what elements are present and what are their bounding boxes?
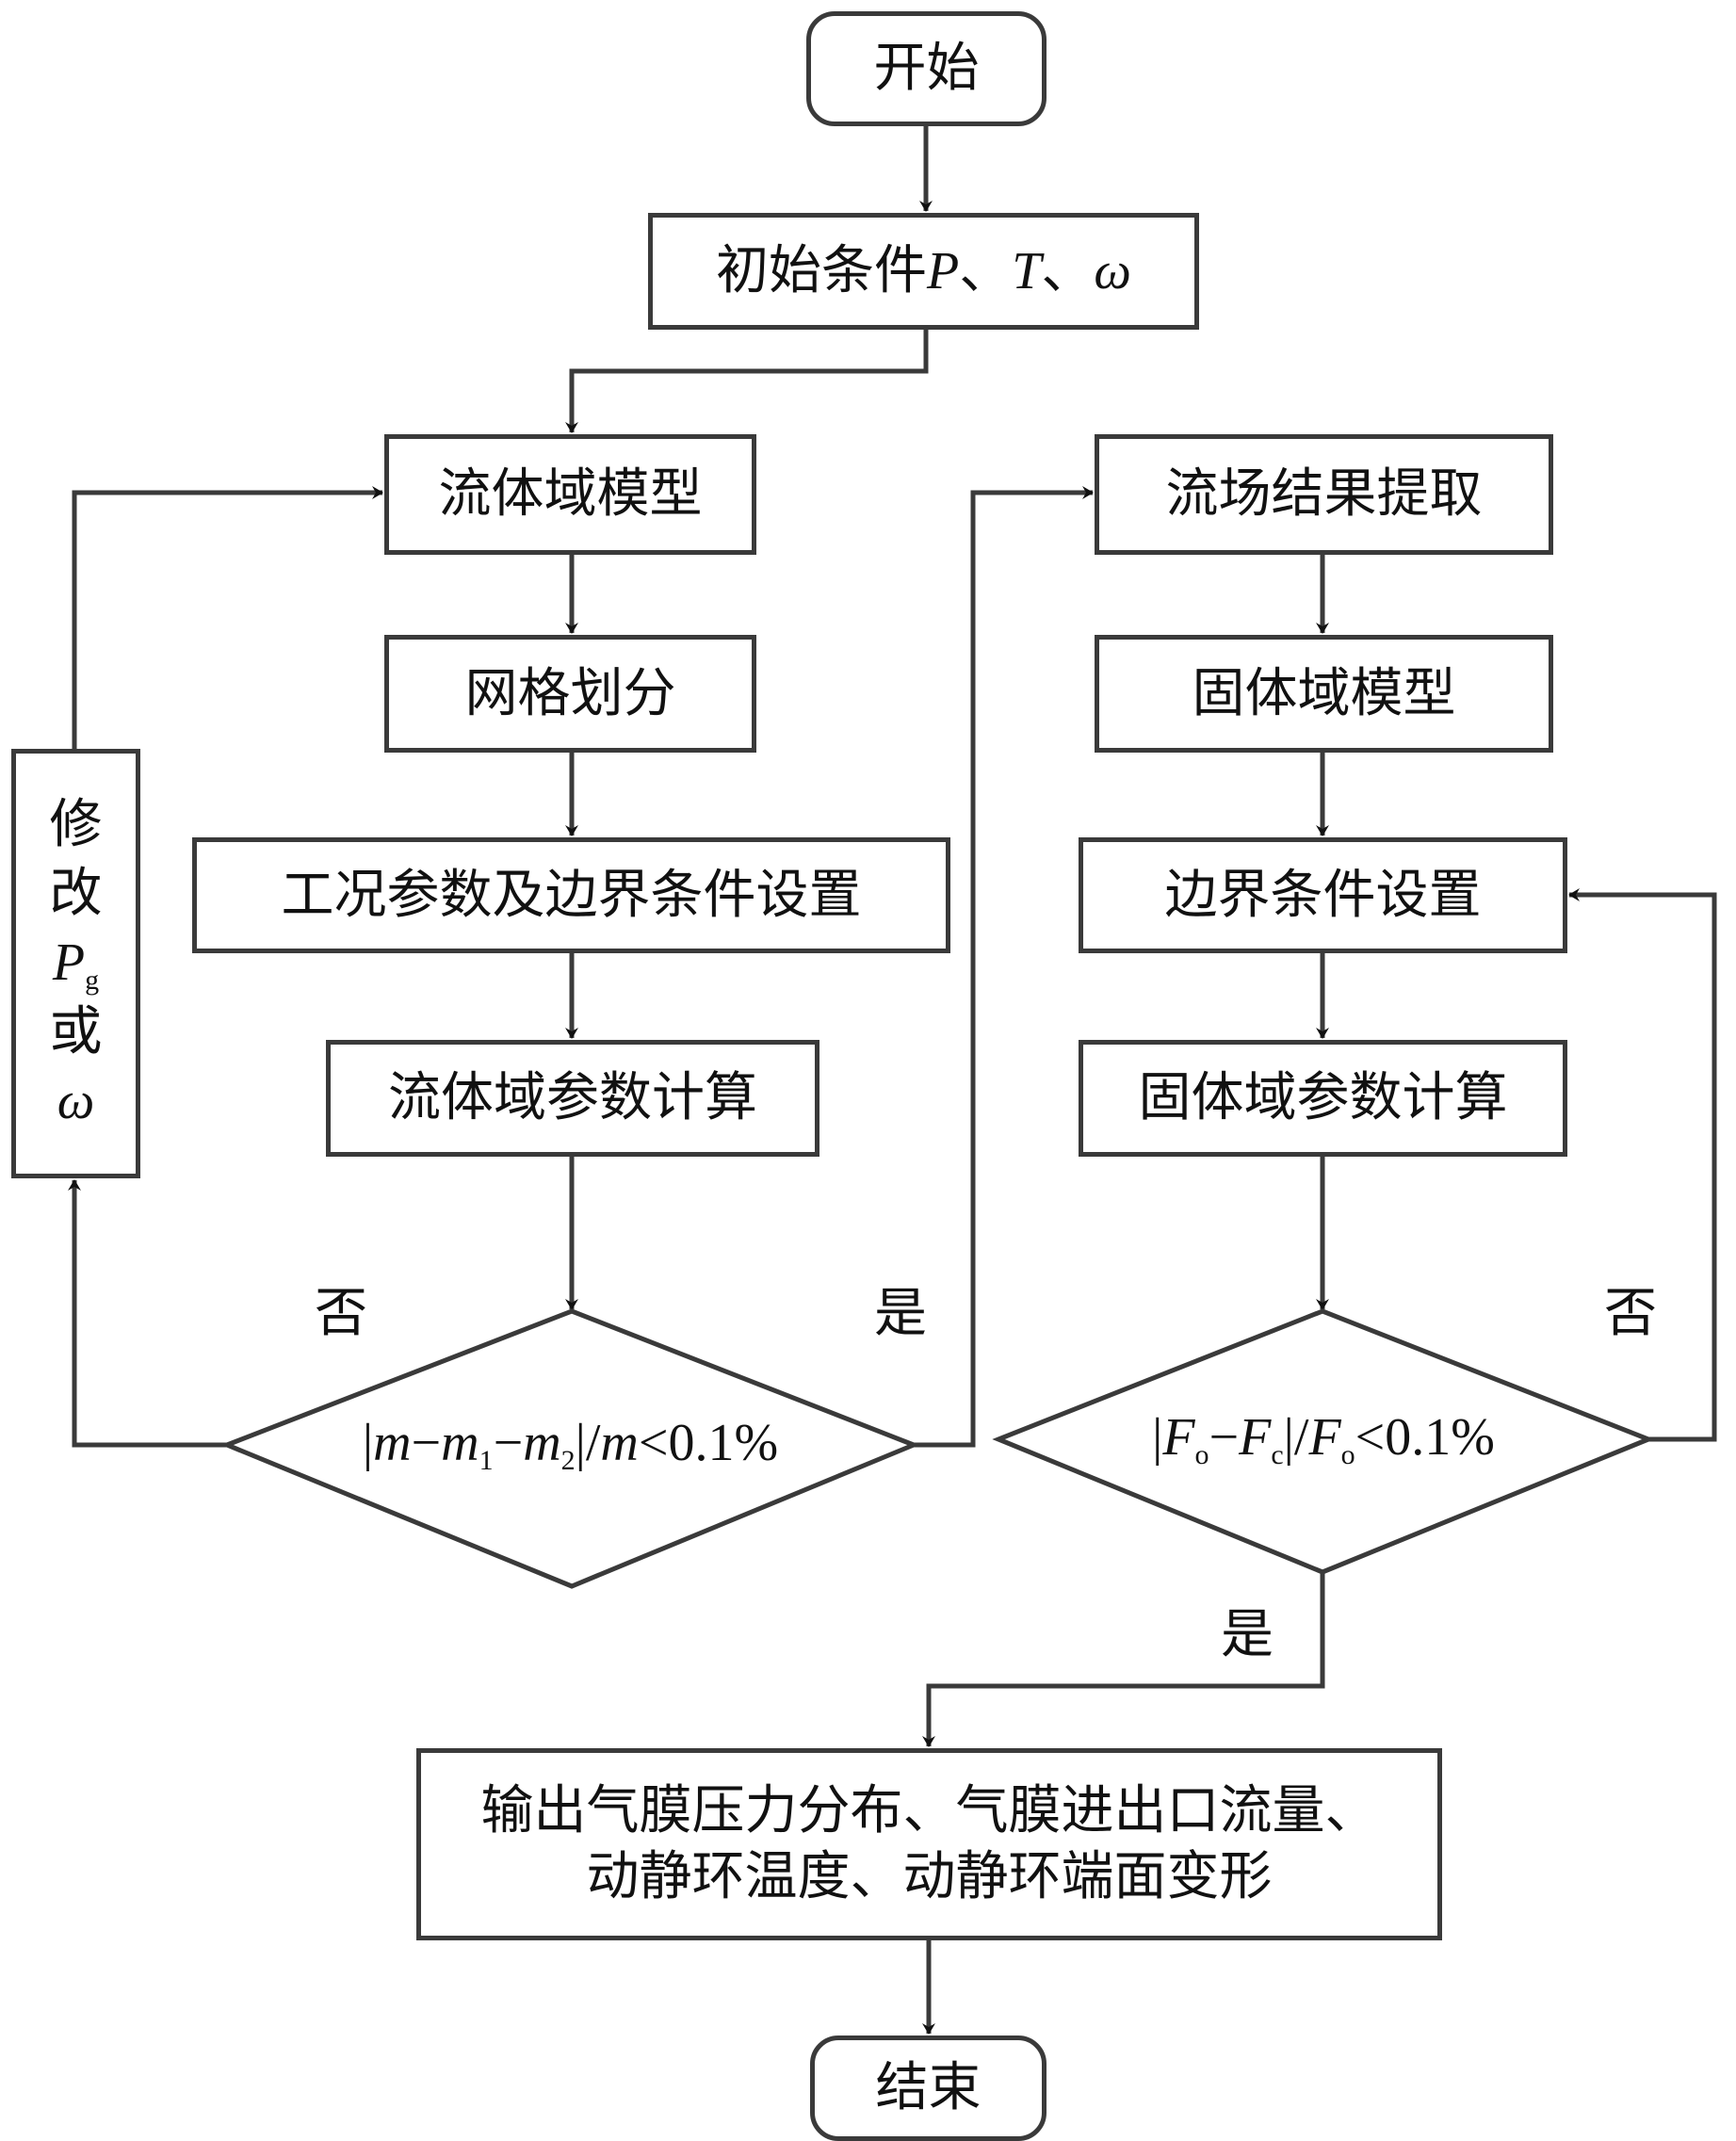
boundary-setup-node: 边界条件设置 xyxy=(1079,837,1567,953)
yes-label-bottom: 是 xyxy=(1221,1604,1274,1665)
fluid-calc-node: 流体域参数计算 xyxy=(326,1040,819,1157)
conditions-setup-node: 工况参数及边界条件设置 xyxy=(192,837,950,953)
yes-label-left: 是 xyxy=(874,1283,927,1344)
initial-conditions-node: 初始条件P、T、ω xyxy=(648,213,1199,330)
decision-force-balance-shape xyxy=(992,1308,1655,1575)
mesh-label: 网格划分 xyxy=(464,662,676,724)
decision-mass-balance-shape xyxy=(220,1308,920,1589)
fluid-calc-label: 流体域参数计算 xyxy=(388,1067,757,1128)
start-node: 开始 xyxy=(806,11,1046,126)
solid-domain-model-node: 固体域模型 xyxy=(1095,635,1553,753)
mesh-node: 网格划分 xyxy=(384,635,756,753)
flow-field-extract-label: 流场结果提取 xyxy=(1165,463,1483,525)
output-line-1: 输出气膜压力分布、气膜进出口流量、 xyxy=(480,1780,1378,1841)
decision-force-balance-text: |Fo−Fc|/Fo<0.1% xyxy=(1152,1408,1495,1470)
solid-calc-label: 固体域参数计算 xyxy=(1138,1067,1508,1128)
output-node: 输出气膜压力分布、气膜进出口流量、 动静环温度、动静环端面变形 xyxy=(416,1748,1442,1940)
no-label-left: 否 xyxy=(315,1283,367,1344)
end-label: 结束 xyxy=(875,2057,982,2118)
arrow-decision2-no-to-boundary xyxy=(1568,888,1717,1442)
no-label-right: 否 xyxy=(1604,1283,1657,1344)
arrow-decision2-yes-to-output xyxy=(922,1572,1325,1747)
fluid-domain-model-node: 流体域模型 xyxy=(384,434,756,555)
arrow-modify-to-fluid-model xyxy=(72,486,383,749)
start-label: 开始 xyxy=(873,38,980,99)
solid-calc-node: 固体域参数计算 xyxy=(1079,1040,1567,1157)
conditions-setup-label: 工况参数及边界条件设置 xyxy=(281,864,862,926)
modify-node: 修 改 Pg 或 ω xyxy=(11,749,140,1178)
arrow-decision-no-to-modify xyxy=(68,1179,227,1448)
boundary-setup-label: 边界条件设置 xyxy=(1164,864,1482,926)
decision-mass-balance-text: |m−m1−m2|/m<0.1% xyxy=(362,1414,779,1476)
solid-domain-model-label: 固体域模型 xyxy=(1192,662,1456,724)
flow-field-extract-node: 流场结果提取 xyxy=(1095,434,1553,555)
arrow-decision-yes-to-flow-extract xyxy=(914,486,1094,1448)
output-line-2: 动静环温度、动静环端面变形 xyxy=(586,1846,1273,1907)
initial-conditions-label: 初始条件P、T、ω xyxy=(716,242,1131,300)
fluid-domain-model-label: 流体域模型 xyxy=(438,463,703,525)
arrow-initial-to-fluid-model xyxy=(565,330,929,433)
end-node: 结束 xyxy=(810,2036,1046,2141)
